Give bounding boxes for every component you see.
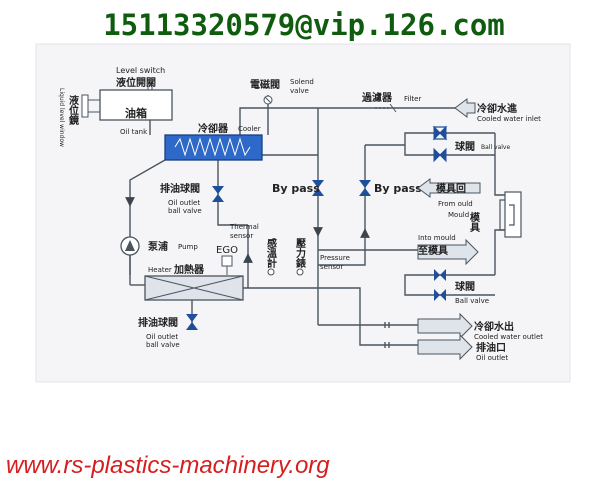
level-switch-en: Level switch: [116, 66, 165, 75]
heater-en: Heater: [148, 266, 172, 274]
from-mould-arrow: [417, 178, 481, 198]
liquid-level-window-gauge: [81, 94, 89, 118]
pressure-gauge-cn: 壓力錶: [294, 238, 306, 269]
mould: [499, 191, 522, 238]
ball-valve-top: [432, 125, 448, 163]
flow-arrows: [125, 197, 370, 263]
cw-outlet-en: Cooled water outlet: [474, 333, 543, 341]
solenoid-en2: valve: [290, 87, 309, 95]
cooler: [164, 134, 263, 161]
mould-en: Mould: [448, 211, 469, 219]
cooled-water-inlet-arrow: [454, 98, 476, 118]
bypass-2-label: By pass: [374, 182, 422, 195]
bypass-valve-1: [312, 180, 324, 196]
thermal-en1: Thermal: [229, 223, 259, 231]
pressure-en2: sensor: [320, 263, 343, 271]
thermal-en2: sensor: [230, 232, 253, 240]
cooler-cn: 冷卻器: [198, 122, 229, 135]
cw-inlet-cn: 冷卻水進: [477, 102, 518, 115]
solenoid-cn: 電磁閥: [250, 78, 280, 91]
level-switch-cn: 液位開關: [116, 76, 156, 89]
oil-tank-cn: 油箱: [125, 106, 147, 120]
drain-top-en2: ball valve: [168, 207, 202, 215]
cooled-water-outlet-arrow: [417, 312, 473, 340]
bypass-valve-2: [359, 180, 371, 196]
drain-valve-top: [212, 186, 224, 202]
pump-cn: 泵浦: [148, 240, 168, 253]
drain-valve-bottom: [186, 314, 198, 330]
contact-email-header: 15113320579@vip.126.com: [103, 8, 505, 42]
drain-bot-en1: Oil outlet: [146, 333, 178, 341]
cw-inlet-en: Cooled water inlet: [477, 115, 541, 123]
drain-bot-cn: 排油球閥: [138, 316, 178, 329]
ball-valve-bot-cn: 球閥: [455, 280, 475, 293]
pipes: [129, 95, 505, 348]
drain-bot-en2: ball valve: [146, 341, 180, 349]
mould-cn: 模具: [468, 211, 481, 233]
cooler-coil: [174, 137, 251, 157]
oil-outlet-en: Oil outlet: [476, 354, 508, 362]
oil-outlet-arrow: [417, 333, 473, 361]
heater-cn: 加熱器: [173, 263, 205, 276]
from-mould-cn: 模具回: [436, 182, 466, 195]
into-mould-cn: 至模具: [418, 244, 448, 257]
ball-valve-bot-en: Ball valve: [455, 297, 489, 305]
liquid-window-cn: 液位鏡: [67, 94, 79, 126]
solenoid-en1: Solend: [290, 78, 314, 86]
filter-en: Filter: [404, 95, 421, 103]
into-mould-en: Into mould: [418, 234, 456, 242]
cooler-en: Cooler: [238, 125, 261, 133]
ball-valve-top-cn: 球閥: [455, 140, 475, 153]
pressure-gauge-dot: [296, 268, 304, 276]
pressure-en1: Pressure: [320, 254, 350, 262]
into-mould-arrow: [417, 238, 479, 266]
oil-tank-en: Oil tank: [120, 128, 148, 136]
ball-valve-top-en: Ball valve: [481, 144, 510, 151]
liquid-window-en: Liquid level window: [58, 88, 65, 147]
oil-outlet-cn: 排油口: [476, 341, 506, 354]
temp-sensor-dot: [267, 268, 275, 276]
ego-label: EGO: [216, 245, 238, 256]
oil-tank: [99, 89, 173, 121]
temp-sensor-cn: 感溫計: [265, 237, 277, 269]
drain-top-en1: Oil outlet: [168, 199, 200, 207]
from-mould-en: From ould: [438, 200, 473, 208]
website-footer: www.rs-plastics-machinery.org: [6, 452, 330, 479]
bypass-1-label: By pass: [272, 182, 320, 195]
filter-cn: 過濾器: [361, 91, 393, 104]
drain-top-cn: 排油球閥: [160, 182, 200, 195]
pump-en: Pump: [178, 243, 198, 251]
ball-valve-bottom: [434, 269, 446, 301]
cw-outlet-cn: 冷卻水出: [474, 320, 514, 333]
ego-box: [221, 255, 233, 267]
